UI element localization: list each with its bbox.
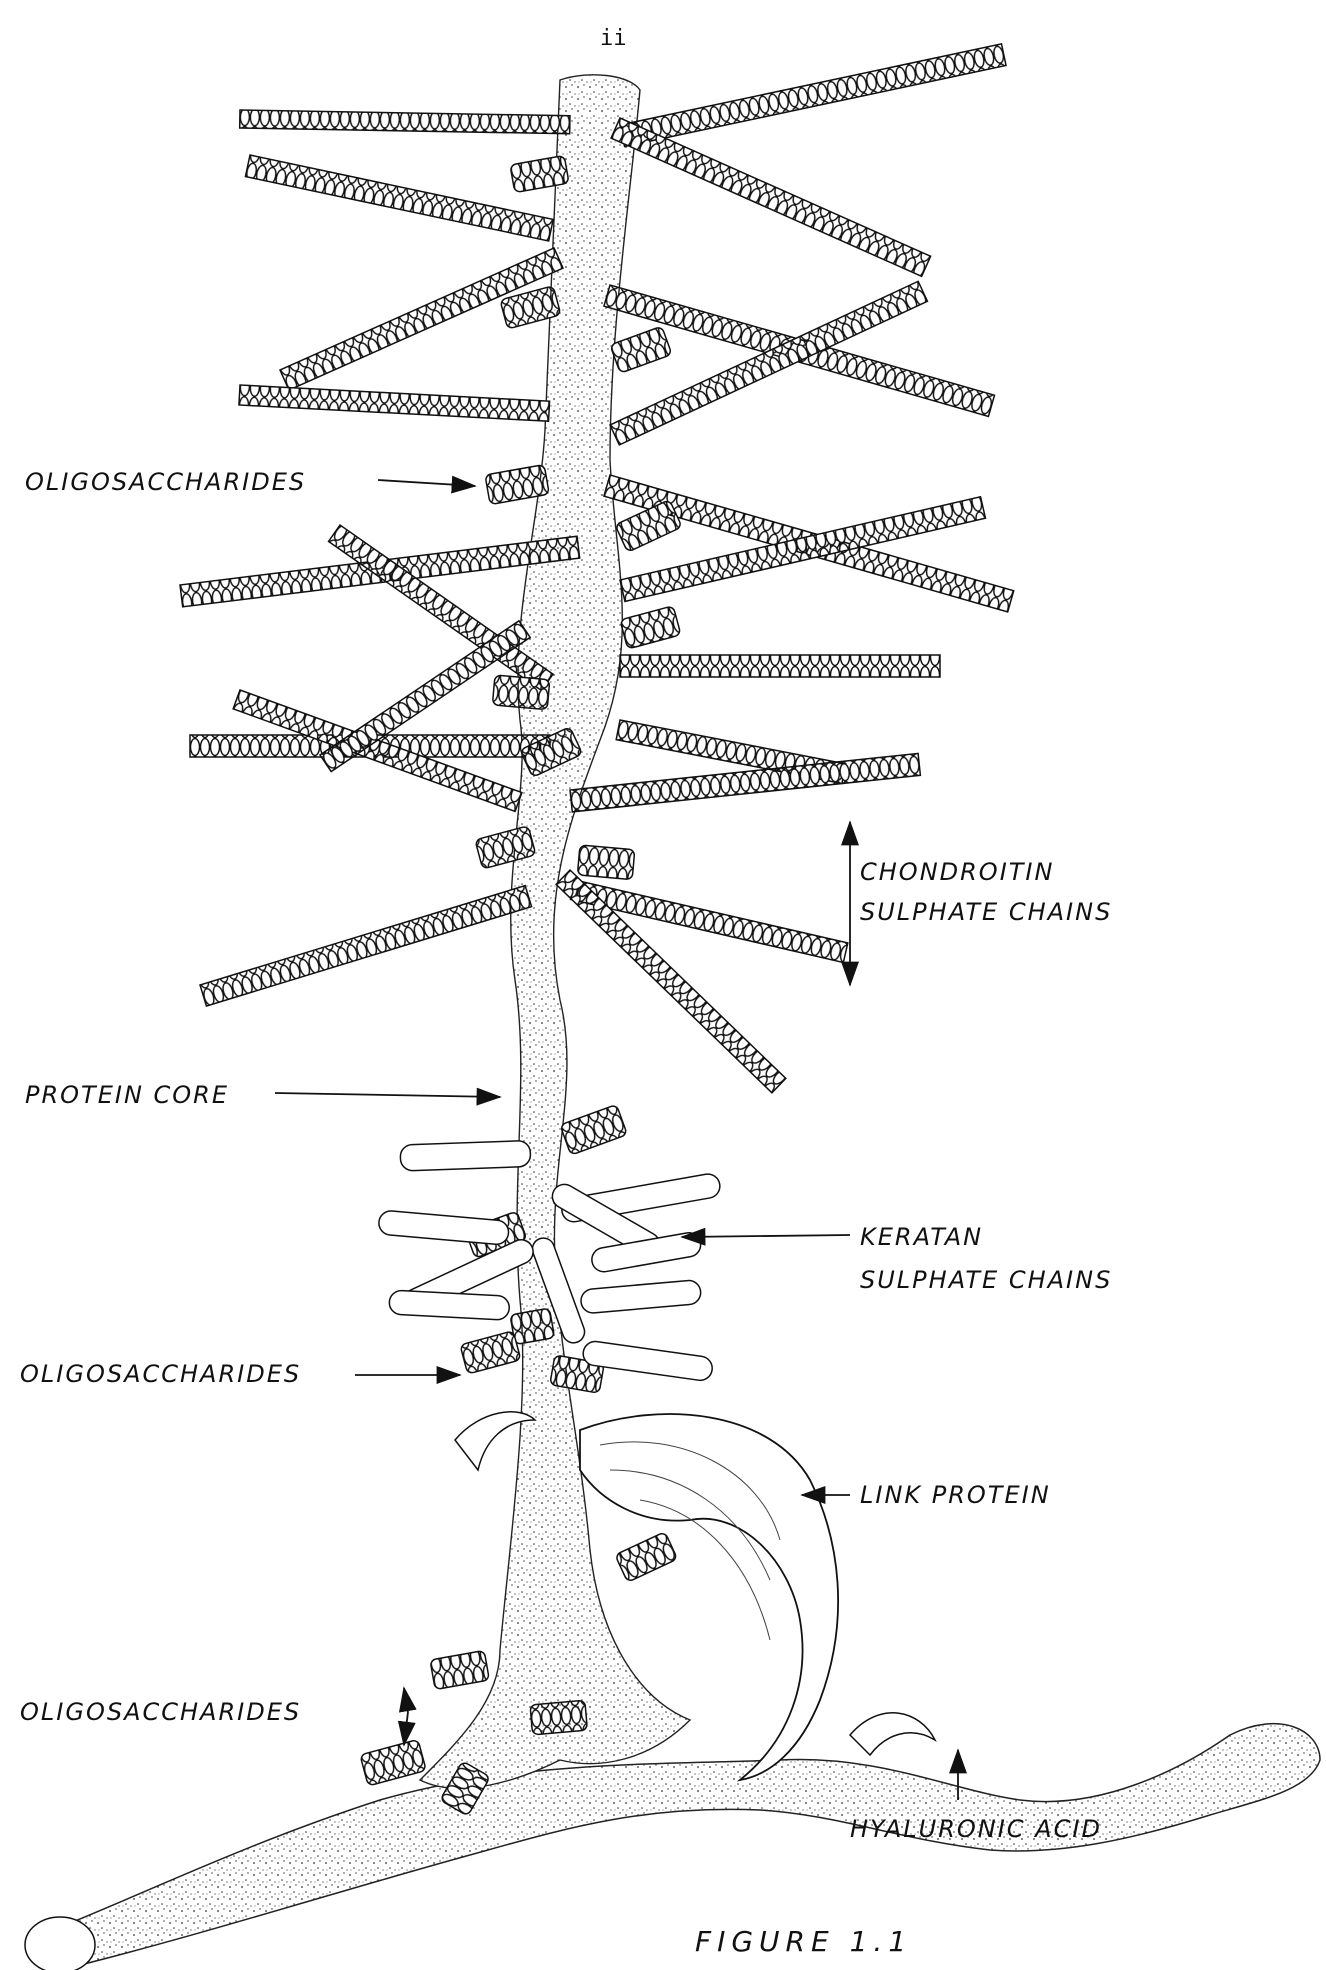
label-oligosaccharides-mid: OLIGOSACCHARIDES bbox=[20, 1362, 301, 1386]
label-keratan-line1: KERATAN bbox=[860, 1225, 983, 1249]
hyaluronic-acid-end bbox=[25, 1917, 95, 1970]
label-chondroitin-line2: SULPHATE CHAINS bbox=[860, 900, 1112, 924]
page-number: ii bbox=[600, 26, 627, 51]
label-oligosaccharides-top: OLIGOSACCHARIDES bbox=[25, 470, 306, 494]
hyaluronic-hook bbox=[850, 1713, 935, 1755]
label-chondroitin-line1: CHONDROITIN bbox=[860, 860, 1054, 884]
label-hyaluronic-acid: HYALURONIC ACID bbox=[850, 1817, 1102, 1841]
label-protein-core: PROTEIN CORE bbox=[25, 1083, 229, 1107]
label-keratan-line2: SULPHATE CHAINS bbox=[860, 1268, 1112, 1292]
label-link-protein: LINK PROTEIN bbox=[860, 1483, 1051, 1507]
hyaluronic-acid-strand bbox=[32, 1724, 1320, 1968]
figure-caption: FIGURE 1.1 bbox=[695, 1925, 912, 1958]
label-oligosaccharides-bottom: OLIGOSACCHARIDES bbox=[20, 1700, 301, 1724]
